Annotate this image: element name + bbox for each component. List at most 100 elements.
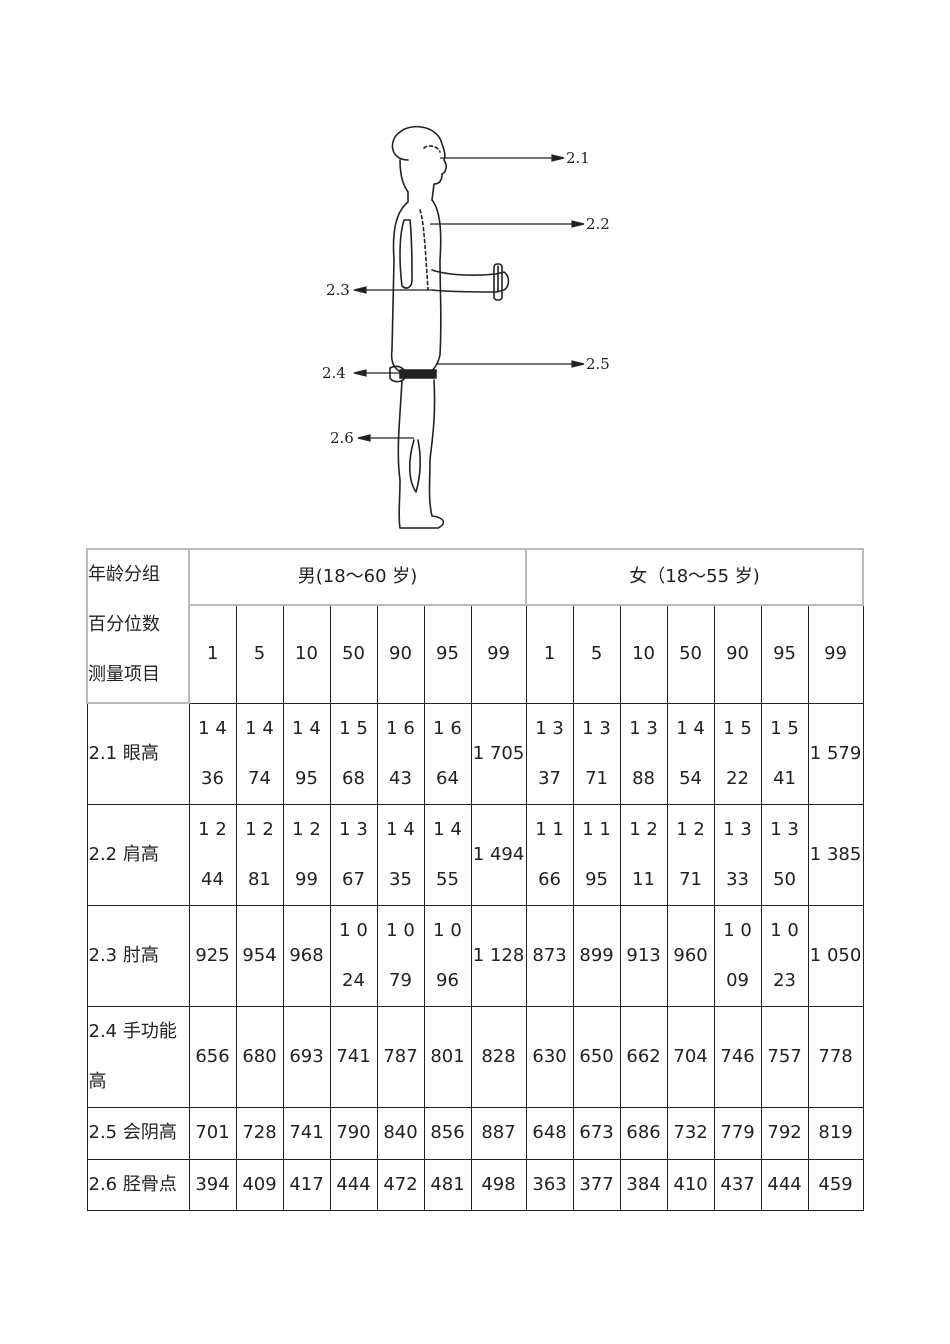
male-value-cell: 472 bbox=[376, 1158, 425, 1211]
female-value-cell: 1 050 bbox=[807, 904, 864, 1007]
label-2-6: 2.6 bbox=[330, 429, 354, 447]
female-value-cell: 437 bbox=[713, 1158, 762, 1211]
male-value-cell: 1 435 bbox=[376, 803, 425, 906]
male-value-cell: 728 bbox=[235, 1106, 284, 1160]
female-value-cell: 1 271 bbox=[666, 803, 715, 906]
male-value-cell: 701 bbox=[188, 1106, 237, 1160]
male-value-cell: 856 bbox=[423, 1106, 472, 1160]
measurement-label: 2.5 会阴高 bbox=[86, 1106, 190, 1160]
female-percentile-1: 1 bbox=[525, 604, 574, 704]
male-value-cell: 1 664 bbox=[423, 702, 472, 805]
male-value-cell: 1 128 bbox=[470, 904, 527, 1007]
male-percentile-90: 90 bbox=[376, 604, 425, 704]
male-value-cell: 968 bbox=[282, 904, 331, 1007]
male-value-cell: 1 495 bbox=[282, 702, 331, 805]
female-value-cell: 1 579 bbox=[807, 702, 864, 805]
female-value-cell: 1 522 bbox=[713, 702, 762, 805]
male-value-cell: 1 299 bbox=[282, 803, 331, 906]
male-value-cell: 417 bbox=[282, 1158, 331, 1211]
female-percentile-50: 50 bbox=[666, 604, 715, 704]
label-2-3: 2.3 bbox=[326, 281, 350, 299]
measurement-label: 2.3 肘高 bbox=[86, 904, 190, 1007]
label-2-4: 2.4 bbox=[322, 364, 346, 382]
female-value-cell: 1 337 bbox=[525, 702, 574, 805]
female-value-cell: 444 bbox=[760, 1158, 809, 1211]
female-value-cell: 873 bbox=[525, 904, 574, 1007]
header-corner-cell: 年龄分组 百分位数 测量项目 bbox=[86, 548, 190, 704]
female-value-cell: 757 bbox=[760, 1005, 809, 1108]
measurement-label: 2.4 手功能高 bbox=[86, 1005, 190, 1108]
male-percentile-50: 50 bbox=[329, 604, 378, 704]
female-value-cell: 779 bbox=[713, 1106, 762, 1160]
female-value-cell: 1 211 bbox=[619, 803, 668, 906]
female-value-cell: 1 388 bbox=[619, 702, 668, 805]
male-value-cell: 1 367 bbox=[329, 803, 378, 906]
female-value-cell: 1 454 bbox=[666, 702, 715, 805]
female-value-cell: 630 bbox=[525, 1005, 574, 1108]
female-value-cell: 363 bbox=[525, 1158, 574, 1211]
male-value-cell: 925 bbox=[188, 904, 237, 1007]
female-value-cell: 746 bbox=[713, 1005, 762, 1108]
female-value-cell: 1 009 bbox=[713, 904, 762, 1007]
male-value-cell: 1 244 bbox=[188, 803, 237, 906]
male-value-cell: 954 bbox=[235, 904, 284, 1007]
male-value-cell: 680 bbox=[235, 1005, 284, 1108]
male-value-cell: 741 bbox=[329, 1005, 378, 1108]
male-value-cell: 1 494 bbox=[470, 803, 527, 906]
male-value-cell: 1 281 bbox=[235, 803, 284, 906]
male-percentile-10: 10 bbox=[282, 604, 331, 704]
female-percentile-90: 90 bbox=[713, 604, 762, 704]
male-value-cell: 481 bbox=[423, 1158, 472, 1211]
female-value-cell: 673 bbox=[572, 1106, 621, 1160]
female-value-cell: 1 541 bbox=[760, 702, 809, 805]
female-value-cell: 732 bbox=[666, 1106, 715, 1160]
female-group-header: 女（18～55 岁) bbox=[525, 548, 865, 606]
header-measurement: 测量项目 bbox=[88, 664, 160, 685]
female-value-cell: 1 385 bbox=[807, 803, 864, 906]
female-value-cell: 1 350 bbox=[760, 803, 809, 906]
female-value-cell: 384 bbox=[619, 1158, 668, 1211]
male-value-cell: 1 436 bbox=[188, 702, 237, 805]
female-value-cell: 819 bbox=[807, 1106, 864, 1160]
standing-person-diagram: 2.1 2.2 2.3 2.5 2.4 2.6 bbox=[322, 125, 610, 529]
male-value-cell: 1 096 bbox=[423, 904, 472, 1007]
male-value-cell: 1 568 bbox=[329, 702, 378, 805]
header-age-group: 年龄分组 bbox=[88, 564, 160, 585]
female-value-cell: 1 333 bbox=[713, 803, 762, 906]
header-row-groups: 年龄分组 百分位数 测量项目 男(18～60 岁) 女（18～55 岁) bbox=[86, 548, 865, 704]
male-value-cell: 693 bbox=[282, 1005, 331, 1108]
label-2-2: 2.2 bbox=[586, 215, 610, 233]
male-value-cell: 394 bbox=[188, 1158, 237, 1211]
male-value-cell: 828 bbox=[470, 1005, 527, 1108]
female-value-cell: 913 bbox=[619, 904, 668, 1007]
male-value-cell: 1 079 bbox=[376, 904, 425, 1007]
female-value-cell: 1 166 bbox=[525, 803, 574, 906]
male-value-cell: 656 bbox=[188, 1005, 237, 1108]
male-value-cell: 1 643 bbox=[376, 702, 425, 805]
male-value-cell: 790 bbox=[329, 1106, 378, 1160]
female-value-cell: 960 bbox=[666, 904, 715, 1007]
measurement-label: 2.6 胫骨点 bbox=[86, 1158, 190, 1211]
female-percentile-10: 10 bbox=[619, 604, 668, 704]
female-value-cell: 792 bbox=[760, 1106, 809, 1160]
male-value-cell: 1 474 bbox=[235, 702, 284, 805]
male-value-cell: 1 455 bbox=[423, 803, 472, 906]
female-value-cell: 377 bbox=[572, 1158, 621, 1211]
female-value-cell: 662 bbox=[619, 1005, 668, 1108]
female-percentile-95: 95 bbox=[760, 604, 809, 704]
male-value-cell: 498 bbox=[470, 1158, 527, 1211]
measurement-label: 2.2 肩高 bbox=[86, 803, 190, 906]
male-value-cell: 1 705 bbox=[470, 702, 527, 805]
anthropometric-figure: 2.1 2.2 2.3 2.5 2.4 2.6 bbox=[320, 120, 630, 540]
male-value-cell: 787 bbox=[376, 1005, 425, 1108]
male-percentile-5: 5 bbox=[235, 604, 284, 704]
female-value-cell: 650 bbox=[572, 1005, 621, 1108]
male-percentile-95: 95 bbox=[423, 604, 472, 704]
